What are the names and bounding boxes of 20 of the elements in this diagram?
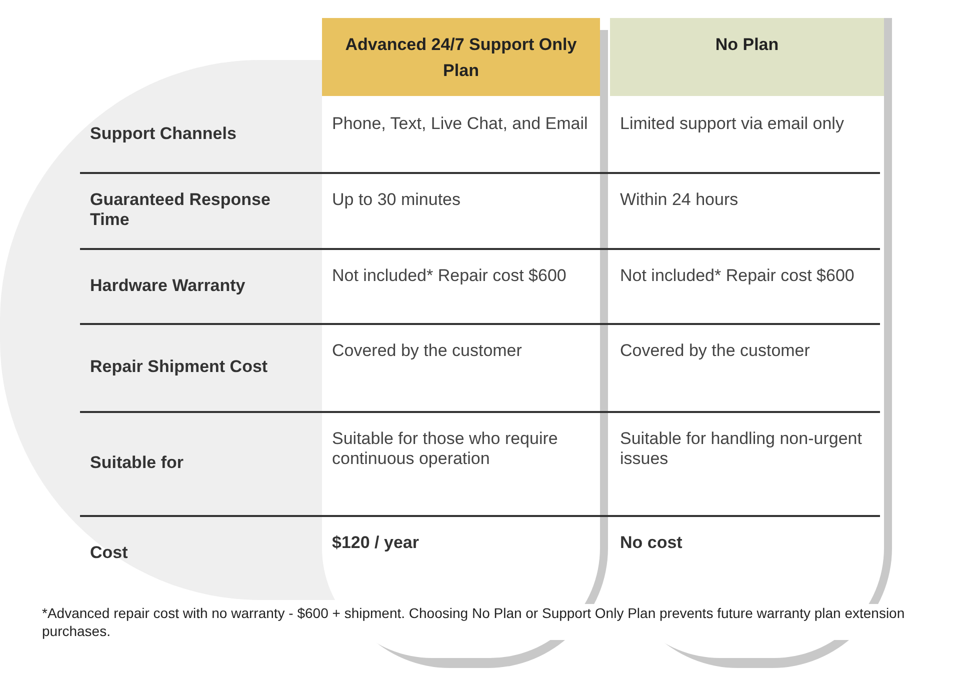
cell-text: Not included* Repair cost $600 (620, 266, 854, 286)
row-label: Suitable for (90, 453, 184, 473)
row-label: Support Channels (90, 124, 236, 144)
row-label: Hardware Warranty (90, 276, 246, 296)
cell-text: Up to 30 minutes (332, 190, 461, 210)
cell-text: Limited support via email only (620, 114, 844, 134)
cell-text: No cost (620, 533, 682, 553)
cell-text: Suitable for those who require continuous operation (332, 429, 559, 469)
row-label: Cost (90, 542, 128, 562)
row-label: Repair Shipment Cost (90, 357, 268, 377)
cell-text: Covered by the customer (620, 341, 810, 361)
cell-text: Covered by the customer (332, 341, 522, 361)
cell-text: Within 24 hours (620, 190, 738, 210)
cell-text: Phone, Text, Live Chat, and Email (332, 114, 588, 134)
row-label: Guaranteed Response Time (90, 190, 272, 230)
cell-text: Not included* Repair cost $600 (332, 266, 566, 286)
cell-text: $120 / year (332, 533, 419, 553)
column-header: Advanced 24/7 Support Only Plan (322, 18, 600, 96)
cell-text: Suitable for handling non-urgent issues (620, 429, 863, 469)
column-header: No Plan (610, 18, 884, 96)
